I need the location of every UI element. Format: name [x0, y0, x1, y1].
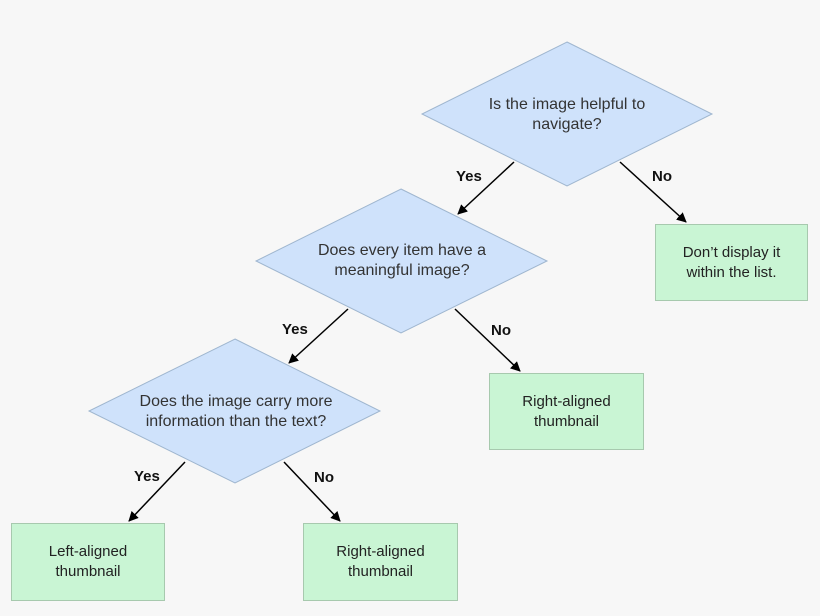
arrow-yes-3 [128, 461, 186, 522]
arrow-no-3 [283, 461, 341, 522]
arrow-no-2 [454, 308, 521, 372]
decision-diamond-2 [254, 188, 549, 334]
result-box-right-aligned-2-text: Right-aligned thumbnail [336, 543, 425, 580]
arrow-no-1 [619, 161, 687, 223]
edge-label-no-1: No [652, 168, 672, 185]
result-box-right-aligned-1-text: Right-aligned thumbnail [522, 392, 611, 430]
edge-label-yes-1: Yes [456, 168, 482, 185]
arrow-yes-2 [288, 308, 349, 364]
result-box-dont-display: Don’t display it within the list. [655, 224, 808, 301]
decision-diamond-1 [420, 41, 714, 187]
decision-diamond-3 [87, 338, 382, 484]
decision-3-text: Does the image carry more information th… [139, 393, 333, 430]
result-box-right-aligned-1: Right-aligned thumbnail [489, 373, 644, 450]
edge-label-no-2: No [491, 322, 511, 339]
result-box-right-aligned-2: Right-aligned thumbnail [303, 523, 458, 601]
result-box-dont-display-text: Don’t display it within the list. [682, 243, 781, 281]
arrow-yes-1 [457, 161, 515, 215]
edge-label-no-3: No [314, 469, 334, 486]
result-box-left-aligned: Left-aligned thumbnail [11, 523, 165, 601]
decision-1-text: Is the image helpful to navigate? [488, 96, 646, 133]
decision-2-text: Does every item have a meaningful image? [317, 242, 487, 279]
edge-label-yes-2: Yes [282, 321, 308, 338]
edge-label-yes-3: Yes [134, 468, 160, 485]
result-box-left-aligned-text: Left-aligned thumbnail [48, 543, 128, 580]
